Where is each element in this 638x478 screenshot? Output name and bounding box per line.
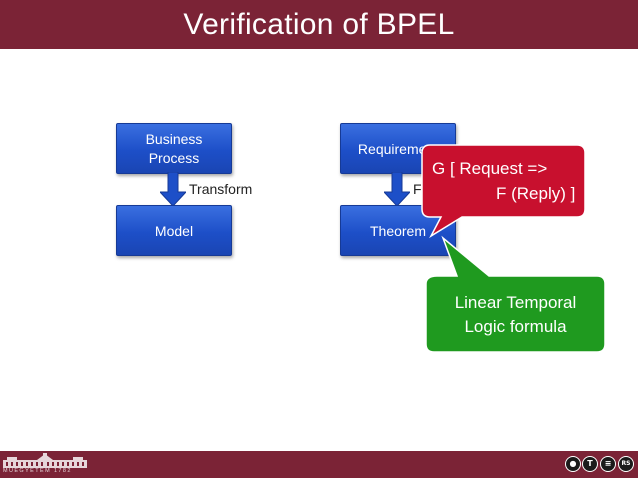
logo-icon-4: RS bbox=[618, 456, 634, 472]
slide-title: Verification of BPEL bbox=[183, 8, 455, 41]
red-callout-line1: G [ Request => bbox=[432, 159, 548, 178]
footer-bar bbox=[0, 451, 638, 478]
business-process-box: Business Process bbox=[116, 123, 232, 174]
transform-arrow bbox=[160, 172, 186, 206]
model-box: Model bbox=[116, 205, 232, 256]
logo-icon-3: ≡ bbox=[600, 456, 616, 472]
red-callout-line2: F (Reply) ] bbox=[496, 184, 576, 203]
title-bar bbox=[0, 0, 638, 49]
formalize-arrow bbox=[384, 172, 410, 206]
university-building-logo bbox=[3, 453, 87, 468]
formalize-label: F bbox=[413, 181, 422, 197]
university-text: MŰEGYETEM 1782 bbox=[3, 468, 72, 474]
logo-icon-2: T bbox=[582, 456, 598, 472]
green-callout-line2: Logic formula bbox=[464, 317, 567, 336]
logo-icon-1: ● bbox=[565, 456, 581, 472]
green-callout-line1: Linear Temporal bbox=[454, 293, 577, 312]
transform-label: Transform bbox=[189, 181, 253, 197]
